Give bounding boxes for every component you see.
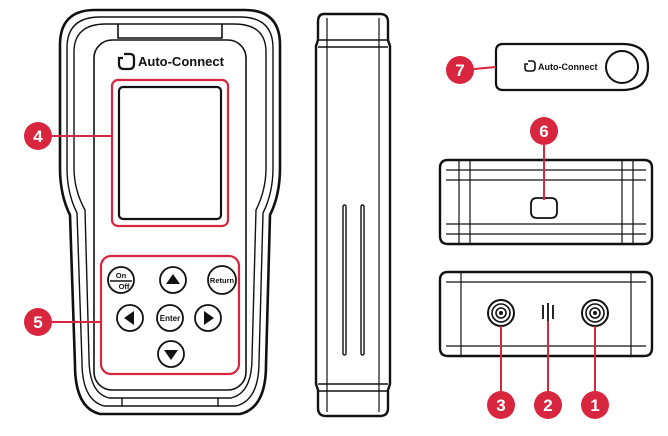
power-key[interactable]: On Off bbox=[107, 266, 135, 294]
svg-text:6: 6 bbox=[539, 122, 548, 141]
front-top-cap bbox=[117, 24, 223, 39]
power-on-label: On bbox=[116, 271, 127, 280]
usb-dongle: Auto-Connect bbox=[494, 42, 650, 92]
front-bottom-tab bbox=[121, 398, 219, 406]
side-view bbox=[314, 12, 392, 418]
enter-key[interactable]: Enter bbox=[156, 304, 184, 332]
svg-text:1: 1 bbox=[590, 396, 599, 415]
callout-3: 3 bbox=[487, 391, 515, 419]
return-key[interactable]: Return bbox=[207, 265, 237, 295]
right-key[interactable] bbox=[194, 304, 222, 332]
triangle-down-icon bbox=[164, 350, 178, 360]
svg-text:4: 4 bbox=[33, 127, 43, 146]
top-view bbox=[438, 158, 654, 246]
down-key[interactable] bbox=[157, 340, 185, 368]
front-boot-ridge-1 bbox=[66, 16, 274, 407]
front-view: Auto-Connect On Off Return bbox=[58, 8, 282, 416]
keypad-highlight bbox=[99, 254, 241, 376]
up-key[interactable] bbox=[159, 266, 187, 294]
dongle-clip-logo-icon bbox=[524, 60, 536, 72]
svg-text:2: 2 bbox=[543, 396, 552, 415]
lanyard-hole bbox=[530, 197, 558, 219]
dongle-ring-hole bbox=[605, 50, 639, 84]
callout-4: 4 bbox=[24, 122, 52, 150]
front-logo: Auto-Connect bbox=[117, 52, 225, 71]
top-right-corner-detail bbox=[621, 160, 634, 244]
callout-1: 1 bbox=[581, 391, 609, 419]
screen-highlight bbox=[110, 78, 230, 228]
left-key[interactable] bbox=[116, 304, 144, 332]
callout-7: 7 bbox=[446, 56, 474, 84]
bottom-view-outline bbox=[438, 270, 654, 358]
enter-key-label: Enter bbox=[160, 314, 180, 323]
front-boot-ridge-2 bbox=[73, 23, 267, 399]
triangle-left-icon bbox=[124, 311, 134, 325]
lcd-screen bbox=[117, 85, 223, 221]
svg-text:7: 7 bbox=[455, 61, 464, 80]
bottom-view bbox=[438, 270, 654, 358]
power-off-label: Off bbox=[119, 282, 130, 291]
dongle-brand-text: Auto-Connect bbox=[538, 62, 598, 72]
svg-text:5: 5 bbox=[33, 313, 42, 332]
right-connector-port bbox=[581, 299, 609, 327]
side-grip-slot-left bbox=[342, 204, 347, 356]
callouts: 4 5 6 7 3 2 bbox=[24, 56, 609, 419]
dongle-body bbox=[494, 42, 650, 92]
return-key-label: Return bbox=[210, 276, 235, 285]
mic-vent bbox=[542, 303, 554, 321]
left-connector-port bbox=[487, 299, 515, 327]
triangle-up-icon bbox=[166, 274, 180, 284]
top-left-corner-detail bbox=[458, 160, 471, 244]
callout-5: 5 bbox=[24, 308, 52, 336]
clip-logo-icon bbox=[117, 52, 136, 71]
top-view-outline bbox=[438, 158, 654, 246]
side-grip-slot-right bbox=[360, 204, 365, 356]
front-brand-text: Auto-Connect bbox=[138, 54, 225, 69]
callout-2: 2 bbox=[534, 391, 562, 419]
front-face-panel bbox=[93, 39, 247, 391]
callout-7-leader bbox=[473, 66, 497, 70]
triangle-right-icon bbox=[204, 311, 214, 325]
front-outer-boot bbox=[58, 8, 282, 416]
side-outline bbox=[314, 12, 392, 418]
callout-6: 6 bbox=[530, 117, 558, 145]
svg-text:3: 3 bbox=[496, 396, 505, 415]
